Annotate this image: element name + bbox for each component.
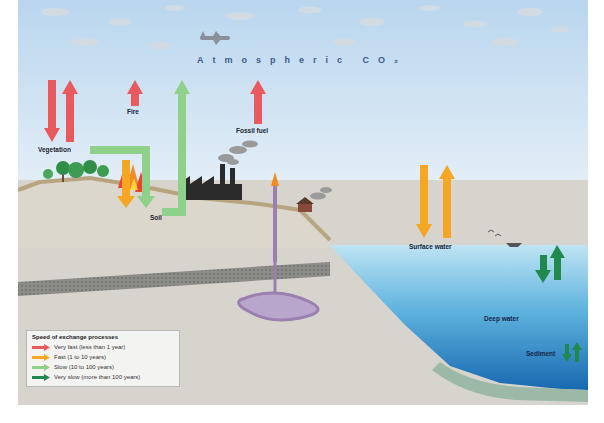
legend-swatch [32, 354, 50, 361]
region-label: Fossil fuel [236, 127, 268, 134]
legend-swatch [32, 364, 50, 371]
region-label: Surface water [409, 243, 452, 250]
legend-row: Slow (10 to 100 years) [32, 362, 174, 372]
region-label: Deep water [484, 315, 519, 322]
legend-swatch [32, 344, 50, 351]
region-label: Soil [150, 214, 162, 221]
legend-swatch [32, 374, 50, 381]
legend-text: Slow (10 to 100 years) [54, 364, 114, 370]
legend-row: Fast (1 to 10 years) [32, 352, 174, 362]
region-label: Sediment [526, 350, 555, 357]
region-label: Fire [127, 108, 139, 115]
exchange-arrows [44, 80, 582, 362]
legend-text: Very fast (less than 1 year) [54, 344, 125, 350]
legend-box: Speed of exchange processesVery fast (le… [26, 330, 180, 387]
region-label: Vegetation [38, 146, 71, 153]
legend-title: Speed of exchange processes [32, 334, 174, 340]
legend-text: Fast (1 to 10 years) [54, 354, 106, 360]
legend-row: Very fast (less than 1 year) [32, 342, 174, 352]
region-label: Atmospheric CO₂ [197, 56, 407, 66]
legend-row: Very slow (more than 100 years) [32, 372, 174, 382]
legend-text: Very slow (more than 100 years) [54, 374, 140, 380]
